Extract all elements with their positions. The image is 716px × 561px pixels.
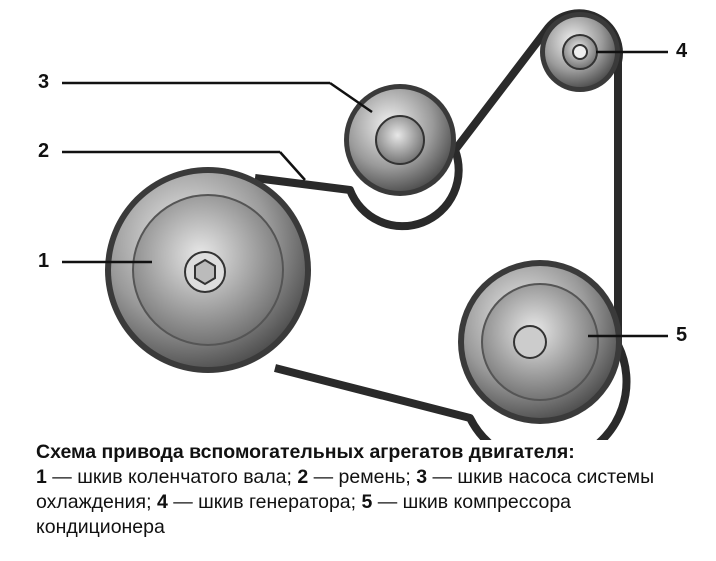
figure-caption: Схема привода вспомогательных агрегатов … — [36, 440, 696, 540]
caption-text: — шкив насоса системы охлаждения; — [36, 466, 655, 513]
caption-title: Схема привода вспомогательных агрегатов … — [36, 441, 575, 463]
caption-num: 1 — [36, 466, 47, 488]
label-2: 2 — [38, 140, 50, 162]
caption-text: — шкив коленчатого вала; — [46, 466, 298, 488]
compressor-pulley — [458, 260, 622, 424]
label-3: 3 — [38, 71, 50, 93]
label-5: 5 — [676, 324, 688, 346]
caption-num: 4 — [156, 491, 168, 513]
crankshaft-pulley — [105, 167, 311, 373]
caption-text: — шкив компрессора кондиционера — [36, 491, 572, 538]
belt-drive-diagram — [62, 9, 668, 440]
label-4: 4 — [676, 40, 688, 62]
generator-pulley — [540, 12, 620, 92]
leader-lines — [62, 50, 668, 338]
caption-text: — шкив генератора; — [167, 491, 362, 513]
water-pump-pulley — [344, 84, 456, 196]
caption-num: 2 — [297, 466, 309, 488]
caption-num: 3 — [416, 466, 428, 488]
caption-text: — ремень; — [308, 466, 417, 488]
label-1: 1 — [38, 250, 50, 272]
caption-num: 5 — [361, 491, 373, 513]
